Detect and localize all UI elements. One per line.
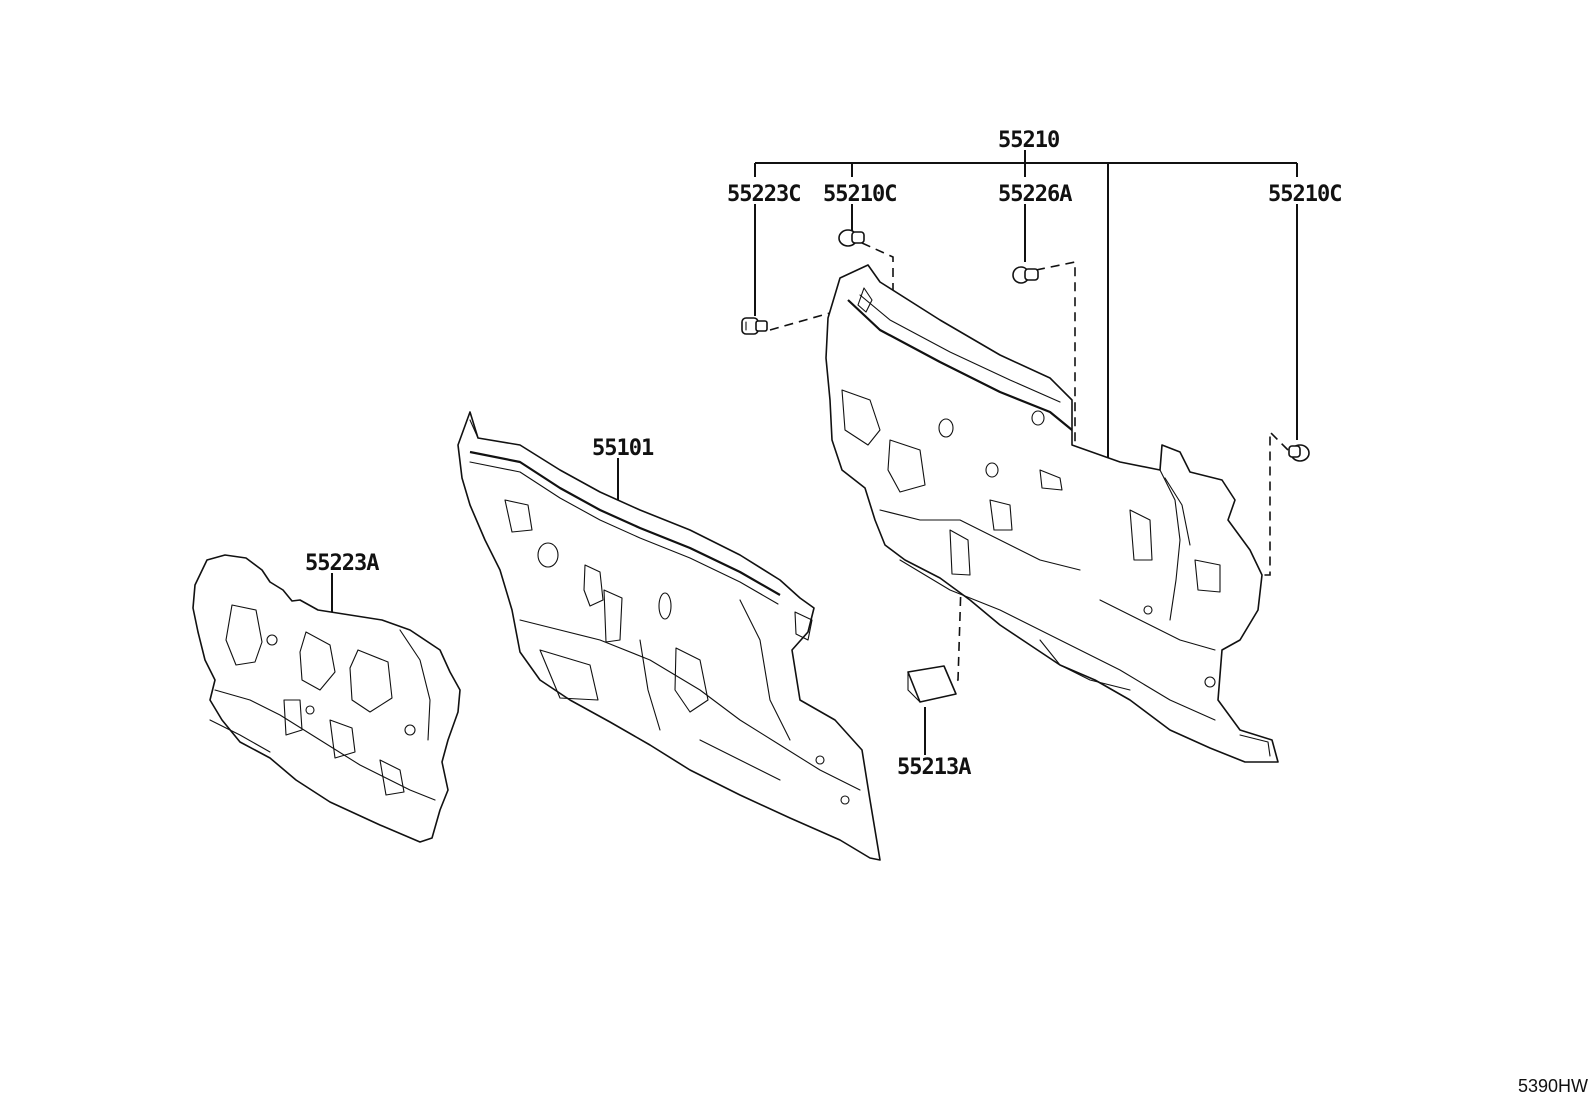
dash-panel-55101-drawing: [457, 411, 881, 861]
clip-55223c-icon: [741, 317, 768, 335]
label-55210c-left: 55210C: [823, 182, 896, 207]
dash-silencer-55210-drawing: [825, 264, 1279, 763]
label-55213a: 55213A: [897, 755, 971, 780]
label-55101: 55101: [592, 436, 654, 461]
label-55210c-right: 55210C: [1268, 182, 1341, 207]
leader-lines: [331, 150, 1298, 755]
label-55226a: 55226A: [998, 182, 1072, 207]
label-55223a: 55223A: [305, 551, 379, 576]
pad-55213a-icon: [907, 665, 957, 703]
clip-55226a-icon: [1012, 266, 1039, 284]
label-55223c: 55223C: [727, 182, 800, 207]
part-labels: 55210 55223C 55210C 55226A 55210C 55101 …: [305, 128, 1342, 780]
label-55210: 55210: [998, 128, 1059, 153]
dash-insulator-55223a-drawing: [192, 554, 461, 843]
clip-55210c-right-icon: [1288, 444, 1310, 462]
clip-55210c-left-icon: [838, 229, 865, 247]
drawing-code: 5390HW: [1518, 1076, 1588, 1096]
